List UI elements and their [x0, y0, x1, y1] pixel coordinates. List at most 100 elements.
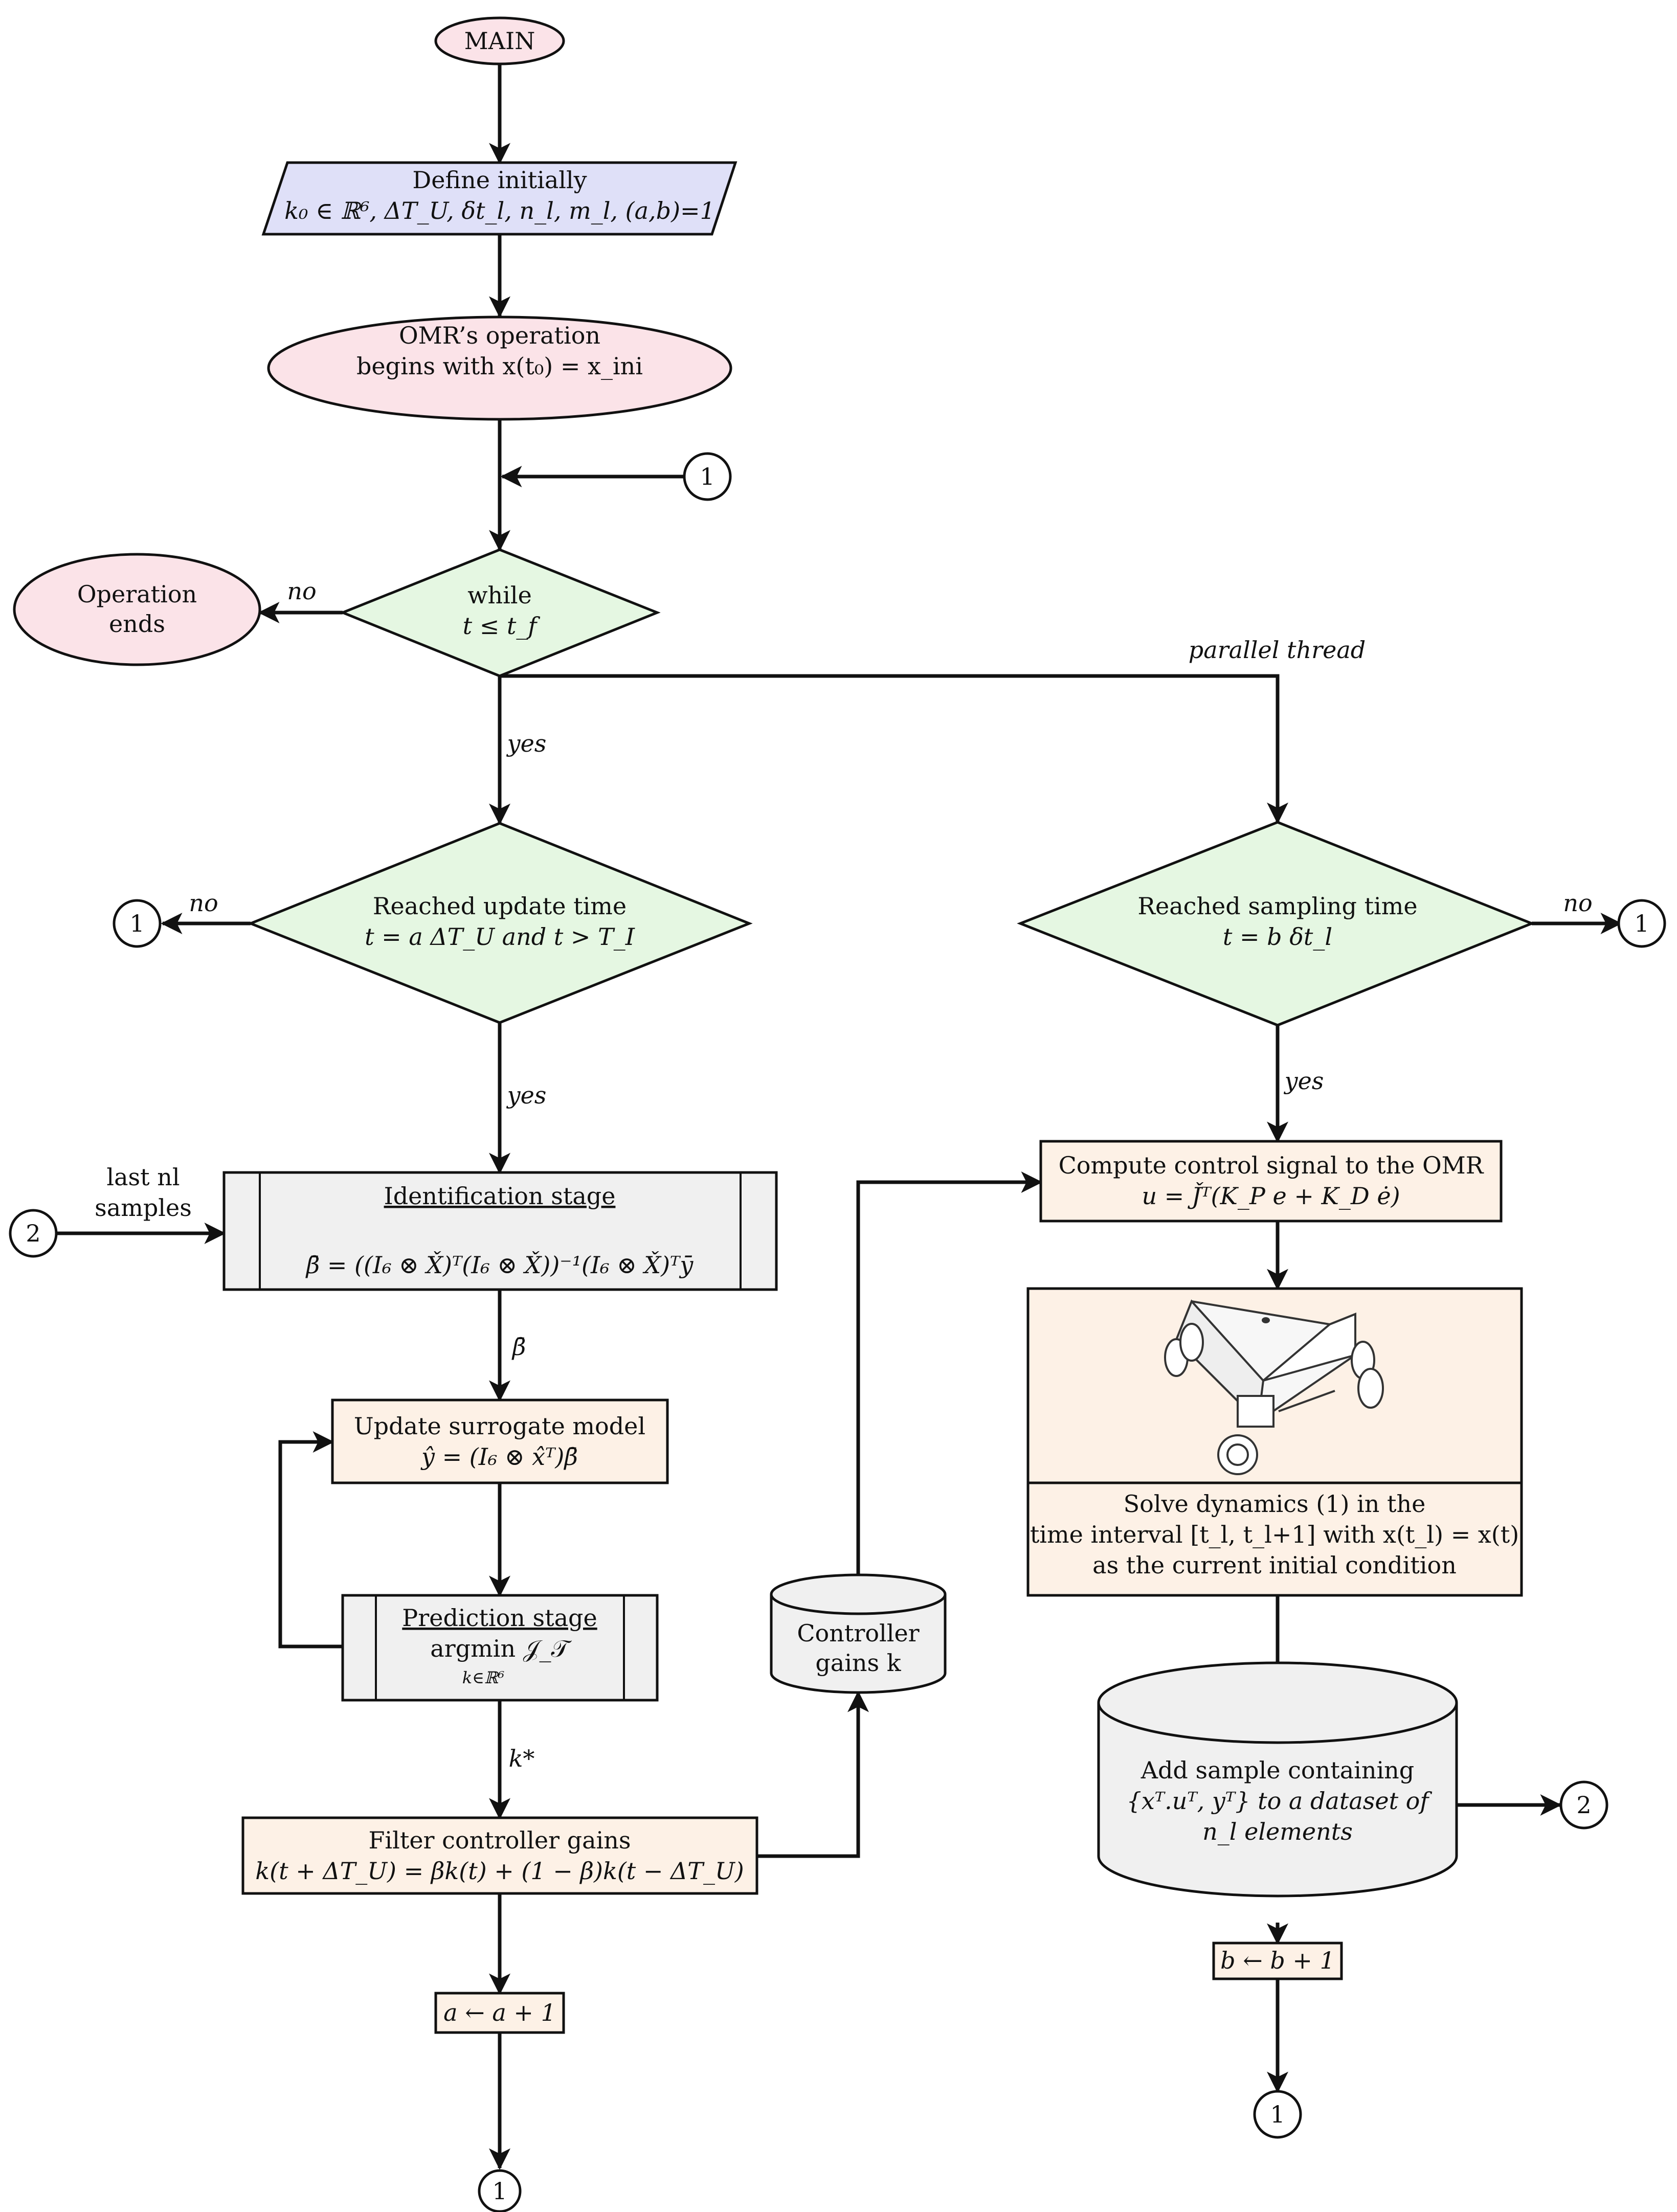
- svg-text:Prediction stage: Prediction stage: [402, 1604, 597, 1632]
- node-main: MAIN: [434, 16, 565, 65]
- connector-1-top: 1: [683, 452, 732, 501]
- connector-2-left: 2: [9, 1209, 58, 1258]
- svg-text:β̄ = ((I₆ ⊗ X̌)ᵀ(I₆ ⊗ X̌))⁻¹(I: β̄ = ((I₆ ⊗ X̌)ᵀ(I₆ ⊗ X̌))⁻¹(I₆ ⊗ X̌)ᵀȳ: [305, 1251, 694, 1279]
- controller-storage-shape: [770, 1594, 947, 1694]
- opends-terminal-shape: [13, 553, 261, 666]
- svg-text:ends: ends: [109, 610, 165, 638]
- edge-prediction-loop: [278, 1431, 343, 1649]
- label-no-update: no: [189, 889, 218, 917]
- svg-text:2: 2: [1576, 1791, 1591, 1819]
- robot-illustration-icon: [1164, 1299, 1384, 1475]
- svg-text:t = b δt_l: t = b δt_l: [1223, 923, 1332, 951]
- connector-2-right: 2: [1559, 1780, 1608, 1830]
- label-yes-sampling: yes: [1284, 1067, 1324, 1095]
- connector-1-bottom-left: 1: [478, 2169, 522, 2212]
- svg-text:ŷ = (I₆ ⊗ x̂ᵀ)β̄: ŷ = (I₆ ⊗ x̂ᵀ)β̄: [420, 1443, 578, 1471]
- while-decision-shape: [339, 548, 661, 678]
- svg-text:Controller: Controller: [797, 1619, 919, 1647]
- node-a-increment: a ← a + 1: [434, 1992, 565, 2034]
- svg-text:Compute control signal to the: Compute control signal to the OMR: [1059, 1152, 1484, 1179]
- surrogate-shape: [331, 1398, 669, 1484]
- svg-text:k∈ℝ⁶: k∈ℝ⁶: [462, 1668, 505, 1687]
- svg-text:{xᵀ.uᵀ, yᵀ} to a dataset of: {xᵀ.uᵀ, yᵀ} to a dataset of: [1127, 1787, 1433, 1815]
- node-update-time: Reached update time t = a ΔT_U and t > T…: [247, 822, 753, 1024]
- update-decision-shape: [247, 822, 753, 1024]
- node-define-initially: Define initially k₀ ∈ ℝ⁶, ΔT_U, δt_l, n_…: [261, 161, 737, 236]
- node-control-signal: Compute control signal to the OMR u = J̌…: [1039, 1140, 1503, 1223]
- svg-text:a ← a + 1: a ← a + 1: [443, 1999, 556, 2026]
- svg-text:argmin 𝒥_𝒯: argmin 𝒥_𝒯: [430, 1635, 572, 1662]
- svg-text:gains k: gains k: [815, 1649, 901, 1677]
- label-last-nl: last nl: [106, 1163, 180, 1191]
- svg-text:Operation: Operation: [77, 580, 197, 608]
- svg-text:OMR’s operation: OMR’s operation: [399, 322, 600, 349]
- dynamics-shape: [1026, 1481, 1523, 1597]
- identification-shape: [222, 1171, 778, 1291]
- svg-text:Update surrogate model: Update surrogate model: [354, 1412, 645, 1440]
- label-no-while: no: [287, 577, 316, 605]
- node-while: while t ≤ t_f: [339, 548, 661, 678]
- edge-labels: no yes parallel thread no no yes yes las…: [95, 577, 1592, 1772]
- svg-text:time interval [t_l, t_l+1] wit: time interval [t_l, t_l+1] with x(t_l) =…: [1030, 1521, 1519, 1548]
- dataset-storage-shape: [1097, 1703, 1458, 1898]
- connector-1-left: 1: [113, 899, 162, 948]
- svg-text:as the current initial conditi: as the current initial condition: [1092, 1551, 1457, 1579]
- node-omr-operation: OMR’s operation begins with x(t₀) = x_in…: [267, 315, 732, 421]
- main-terminal-shape: [434, 16, 565, 65]
- svg-text:1: 1: [129, 910, 144, 937]
- svg-text:1: 1: [1634, 910, 1649, 937]
- svg-text:begins with x(t₀) = x_ini: begins with x(t₀) = x_ini: [356, 352, 643, 380]
- define-io-shape: [261, 161, 737, 236]
- edge-parallel-thread: [500, 674, 1288, 824]
- node-filter-gains: Filter controller gains k(t + ΔT_U) = βk…: [241, 1816, 758, 1895]
- node-b-increment: b ← b + 1: [1212, 1942, 1343, 1980]
- label-no-sampling: no: [1563, 889, 1592, 917]
- svg-text:k(t + ΔT_U) = βk(t) + (1 − β)k: k(t + ΔT_U) = βk(t) + (1 − β)k(t − ΔT_U): [255, 1857, 744, 1885]
- label-kstar: k*: [509, 1745, 535, 1772]
- label-parallel-thread: parallel thread: [1189, 636, 1366, 664]
- ainc-shape: [434, 1992, 565, 2034]
- filter-shape: [241, 1816, 758, 1895]
- svg-text:2: 2: [26, 1220, 40, 1247]
- binc-shape: [1212, 1942, 1343, 1980]
- svg-text:b ← b + 1: b ← b + 1: [1220, 1947, 1335, 1974]
- edges: [57, 64, 1622, 2170]
- connector-1-right: 1: [1617, 899, 1666, 948]
- label-yes-update: yes: [506, 1081, 547, 1109]
- svg-text:k₀ ∈ ℝ⁶, ΔT_U, δt_l, n_l, m_l,: k₀ ∈ ℝ⁶, ΔT_U, δt_l, n_l, m_l, (a,b)=1: [284, 197, 715, 224]
- node-controller-gains: Controller gains k: [770, 1573, 947, 1694]
- svg-text:while: while: [467, 581, 532, 609]
- svg-text:1: 1: [1270, 2101, 1285, 2128]
- svg-text:Solve dynamics (1) in the: Solve dynamics (1) in the: [1124, 1490, 1426, 1518]
- node-operation-ends: Operation ends: [13, 553, 261, 666]
- node-prediction-stage: Prediction stage argmin 𝒥_𝒯 k∈ℝ⁶: [341, 1594, 659, 1702]
- prediction-shape: [341, 1594, 659, 1702]
- node-surrogate-model: Update surrogate model ŷ = (I₆ ⊗ x̂ᵀ)β̄: [331, 1398, 669, 1484]
- sampling-decision-shape: [1017, 821, 1535, 1027]
- svg-text:Reached sampling time: Reached sampling time: [1137, 892, 1417, 920]
- svg-text:t = a ΔT_U and t > T_I: t = a ΔT_U and t > T_I: [365, 923, 635, 951]
- svg-text:Add sample containing: Add sample containing: [1141, 1756, 1415, 1784]
- svg-text:n_l elements: n_l elements: [1202, 1818, 1353, 1845]
- node-dynamics: Solve dynamics (1) in the time interval …: [1026, 1287, 1523, 1597]
- label-beta: β̄: [511, 1333, 526, 1361]
- svg-text:Filter controller gains: Filter controller gains: [369, 1826, 631, 1854]
- label-samples: samples: [95, 1194, 192, 1222]
- label-yes-while: yes: [506, 730, 547, 757]
- svg-text:1: 1: [492, 2177, 507, 2205]
- svg-text:MAIN: MAIN: [464, 27, 535, 55]
- edge-filter-controller: [757, 1690, 869, 1858]
- node-sampling-time: Reached sampling time t = b δt_l: [1017, 821, 1535, 1027]
- svg-text:Identification stage: Identification stage: [384, 1182, 616, 1210]
- svg-text:1: 1: [700, 463, 714, 490]
- control-signal-shape: [1039, 1140, 1503, 1223]
- edge-controller-control: [856, 1171, 1043, 1575]
- svg-text:Define initially: Define initially: [412, 166, 587, 194]
- node-dataset: Add sample containing {xᵀ.uᵀ, yᵀ} to a d…: [1097, 1661, 1458, 1898]
- node-identification-stage: Identification stage β̄ = ((I₆ ⊗ X̌)ᵀ(I₆…: [222, 1171, 778, 1291]
- connector-1-bottom-right: 1: [1253, 2090, 1302, 2139]
- svg-text:Reached update time: Reached update time: [373, 892, 627, 920]
- connectors: 1 1 1 2 2 1 1: [9, 452, 1666, 2212]
- svg-text:t ≤ t_f: t ≤ t_f: [463, 612, 541, 640]
